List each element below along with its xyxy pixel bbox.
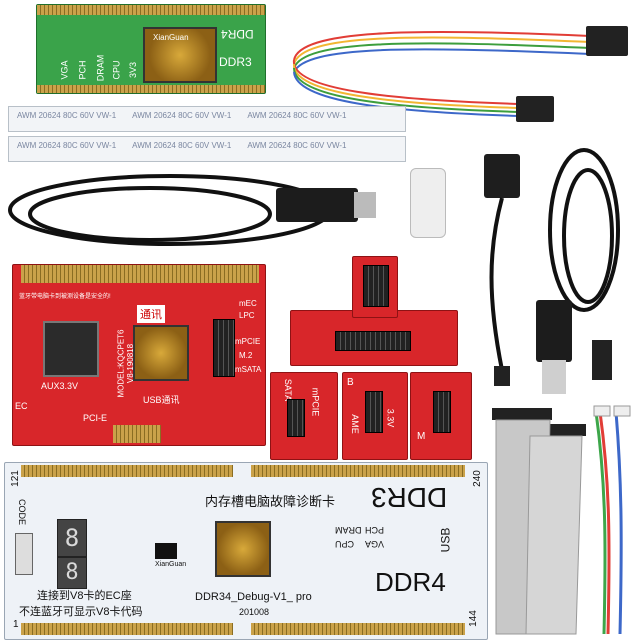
ddr-small-chip: XianGuan	[143, 27, 217, 83]
ddr-main-ec-connector	[15, 533, 33, 575]
ddr-small-label-pch: PCH	[77, 60, 88, 80]
pci-label-usb: USB通讯	[143, 395, 180, 405]
ddr-small-gold-fingers-top	[37, 5, 265, 15]
ddr-main-card: 121 240 1 144 CODE 8 8 内存槽电脑故障诊断卡 DDR3 D…	[4, 462, 488, 640]
ribbon-cable-2: AWM 20624 80C 60V VW-1 AWM 20624 80C 60V …	[8, 136, 406, 162]
ribbon-text-1: AWM 20624 80C 60V VW-1	[17, 111, 117, 120]
otg-cable	[484, 154, 520, 386]
ddr-main-num-144: 144	[467, 610, 479, 627]
indicator-cpu: CPU	[335, 539, 355, 549]
ddr-main-fingers-top-right	[251, 465, 465, 477]
ddr-main-fingers-top-left	[21, 465, 233, 477]
ddr-main-chip	[215, 521, 271, 577]
ddr-small-label-vga: VGA	[59, 60, 70, 80]
adapter-sata-label: SATA	[283, 378, 294, 402]
pci-card-badge: 通讯	[137, 305, 165, 323]
ddr-main-date: 201008	[239, 607, 270, 617]
ribbon-cable-1: AWM 20624 80C 60V VW-1 AWM 20624 80C 60V …	[8, 106, 406, 132]
adapter-ame-label: AME	[349, 414, 360, 434]
adapter-3v3-label: 3.3V	[385, 408, 396, 428]
usb-cable-right	[536, 148, 620, 394]
pci-label-mec: mEC	[239, 299, 257, 308]
ddr-main-brand: XianGuan	[155, 561, 187, 568]
indicator-pch: PCH	[365, 525, 385, 535]
m2-m-header	[433, 391, 451, 433]
pci-label-aux: AUX3.3V	[41, 381, 79, 391]
adapter-b-label: B	[347, 377, 354, 388]
seven-seg-digit-1: 8	[57, 519, 87, 557]
ddr-main-fingers-bottom-left	[21, 623, 233, 635]
pci-chip-2	[133, 325, 189, 381]
ddr-main-ddr3: DDR3	[371, 482, 448, 513]
sata-adapter-header	[287, 399, 305, 437]
t-adapter-header	[335, 331, 411, 351]
usb-cable-coil	[8, 174, 376, 246]
pci-card-version: V8-190818	[126, 343, 136, 384]
ddr-small-model-ddr3: DDR3	[219, 55, 252, 69]
ddr-small-label-cpu: CPU	[111, 60, 122, 80]
sata-mpcie-adapter: SATA mPCIE	[270, 372, 338, 460]
pci-label-pcie: PCI-E	[83, 413, 108, 423]
rainbow-jumper-cable	[292, 26, 628, 122]
ddr-main-bottom-note: 不连蓝牙可显示V8卡代码	[19, 606, 143, 618]
m2-b-adapter: B AME 3.3V	[342, 372, 408, 460]
m2-b-header	[365, 391, 383, 433]
indicator-vga: VGA	[365, 539, 385, 549]
ddr-small-brand: XianGuan	[153, 33, 189, 42]
ribbon-text-1c: AWM 20624 80C 60V VW-1	[247, 111, 347, 120]
ddr-small-test-card: VGA PCH DRAM CPU 3V3 XianGuan DDR3 DDR4	[36, 4, 266, 94]
adapter-mpcie-label: mPCIE	[310, 387, 321, 417]
pci-label-lpc: LPC	[239, 311, 255, 320]
pci-header-1	[213, 319, 235, 377]
pci-card-title: 蓝牙带电脑卡到被测设备是安全的!	[19, 294, 111, 300]
grey-ribbon-cable	[492, 405, 631, 635]
ddr-small-gold-fingers-bottom	[37, 85, 265, 93]
ddr-main-ddr4: DDR4	[375, 567, 446, 597]
ribbon-text-1b: AWM 20624 80C 60V VW-1	[132, 111, 232, 120]
adapter-m-label: M	[417, 431, 426, 442]
pci-gold-fingers-bottom	[113, 425, 161, 443]
ddr-main-num-1: 1	[13, 619, 19, 630]
seven-seg-digit-2: 8	[57, 557, 87, 589]
ddr-main-connect-note: 连接到V8卡的EC座	[37, 590, 132, 602]
ddr-main-debug-label: DDR34_Debug-V1_ pro	[195, 591, 312, 603]
ddr-main-fingers-bottom-right	[251, 623, 465, 635]
pci-e-test-card: 蓝牙带电脑卡到被测设备是安全的! 通讯 MODEL:KQCPET6 V8-190…	[12, 264, 266, 446]
t-adapter-stem-header	[363, 265, 389, 307]
pci-label-msata: mSATA	[235, 365, 262, 374]
ribbon-text-2: AWM 20624 80C 60V VW-1	[17, 141, 117, 150]
usb-c-adapter	[410, 168, 446, 238]
pci-chip-1	[43, 321, 99, 377]
pci-card-model: MODEL:KQCPET6	[116, 329, 126, 398]
ribbon-text-2c: AWM 20624 80C 60V VW-1	[247, 141, 347, 150]
ddr-main-num-240: 240	[471, 470, 483, 487]
ddr-main-usb-label: USB	[438, 527, 453, 553]
ddr-small-label-3v3: 3V3	[128, 61, 139, 79]
m2-m-adapter: M	[410, 372, 472, 460]
ribbon-text-2b: AWM 20624 80C 60V VW-1	[132, 141, 232, 150]
ddr-main-brand-logo	[155, 543, 177, 559]
pci-label-ec: EC	[15, 401, 28, 411]
ddr-small-label-dram: DRAM	[95, 54, 106, 82]
indicator-dram: DRAM	[335, 525, 362, 535]
t-adapter-stem	[352, 256, 398, 318]
ddr-main-num-121: 121	[9, 470, 21, 487]
pci-label-mpcie: mPCIE	[235, 337, 261, 346]
ddr-main-title-cn: 内存槽电脑故障诊断卡	[205, 494, 336, 509]
ddr-main-code-label: CODE	[17, 498, 28, 526]
t-adapter	[290, 310, 458, 366]
pci-label-m2: M.2	[239, 351, 253, 360]
ddr-small-model-ddr4: DDR4	[221, 27, 254, 41]
pci-gold-fingers-top	[21, 265, 259, 283]
